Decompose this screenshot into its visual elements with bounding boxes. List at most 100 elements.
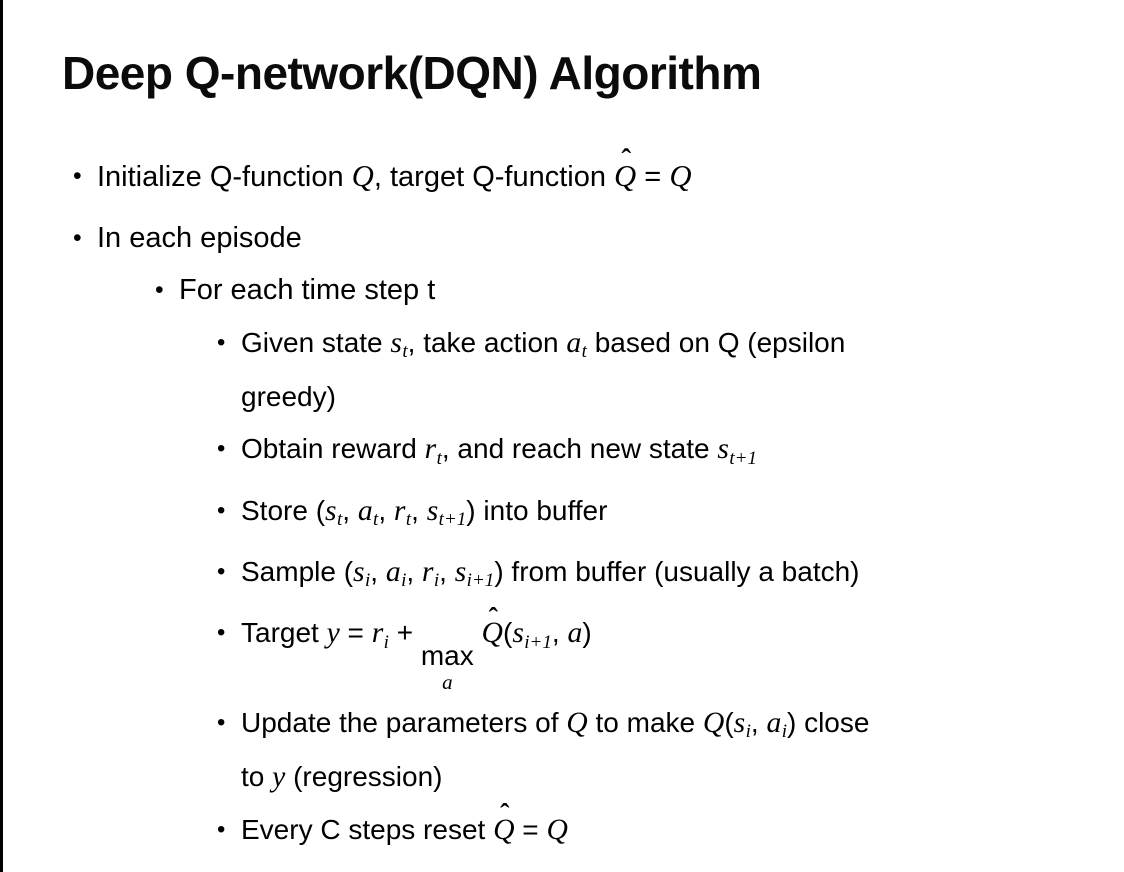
bullet-marker-icon: • (155, 277, 164, 304)
hat-accent: ˆ (500, 799, 510, 831)
bullet-marker-icon: • (217, 816, 226, 844)
bullet-marker-icon: • (217, 708, 226, 736)
bullet-marker-icon: • (217, 557, 226, 585)
math-var: s (717, 433, 729, 466)
math-var: Q (669, 159, 692, 193)
text-segment: ) into buffer (466, 494, 608, 526)
math-var: r (371, 617, 384, 650)
math-var: s (454, 555, 467, 588)
text-segment: Given state (241, 327, 391, 358)
bullet-content: Given state st, take action at based on … (241, 320, 845, 419)
math-var: a (766, 706, 782, 739)
text-segment: , (411, 494, 427, 526)
math-subscript: i (364, 570, 371, 592)
math-var: r (421, 555, 434, 588)
hat-accent: ˆ (621, 143, 632, 176)
text-segment: , (406, 555, 422, 587)
math-subscript: t (581, 341, 587, 363)
text-segment: ( (502, 617, 513, 649)
text-segment: to (241, 761, 273, 793)
math-subscript: i (781, 721, 787, 743)
text-segment: (regression) (285, 761, 443, 793)
text-segment: Target (241, 617, 327, 649)
text-segment: = (514, 814, 547, 846)
text-segment: Store ( (241, 494, 326, 526)
bullet-item: •Given state st, take action at based on… (0, 320, 1124, 419)
math-subscript: t+1 (438, 508, 467, 530)
math-subscript: i+1 (524, 631, 552, 653)
math-var: s (353, 555, 365, 588)
math-var: s (426, 494, 439, 527)
math-var: r (424, 433, 437, 466)
bullet-marker-icon: • (73, 225, 82, 252)
bullet-marker-icon: • (73, 163, 82, 190)
bullet-list: • Initialize Q-function Q, target Q-funct… (0, 138, 1124, 853)
bullet-marker-icon: • (217, 619, 226, 647)
text-segment: Every C steps reset (241, 814, 494, 846)
text-segment: , target Q-function (373, 161, 615, 193)
bullet-marker-icon: • (217, 329, 226, 356)
bullet-content: Initialize Q-function Q, target Q-functi… (97, 144, 692, 200)
math-var: s (390, 327, 402, 359)
math-subscript: t (405, 508, 412, 530)
text-segment: = (339, 617, 372, 649)
bullet-content: In each episode (97, 216, 302, 261)
math-subscript: i (401, 570, 407, 592)
text-segment: based on Q (epsilon (586, 327, 846, 358)
slide-title: Deep Q-network(DQN) Algorithm (62, 47, 762, 99)
text-segment: , (378, 494, 394, 526)
math-subscript: t (336, 508, 343, 530)
text-segment: ( (724, 706, 734, 738)
text-segment: ) (582, 617, 592, 649)
bullet-marker-icon: • (217, 496, 226, 524)
text-segment (474, 617, 482, 648)
math-var: Q (546, 814, 568, 847)
math-var: Q (566, 706, 588, 739)
text-segment: Sample ( (241, 555, 354, 587)
left-border-line (0, 0, 3, 872)
hat-accent: ˆ (488, 602, 499, 634)
text-segment: For each time step t (179, 274, 436, 306)
math-var: a (567, 617, 583, 650)
math-var: s (733, 706, 746, 739)
math-var: a (566, 327, 582, 359)
bullet-item: • In each episode (0, 216, 1124, 261)
bullet-content: Obtain reward rt, and reach new state st… (241, 426, 757, 480)
math-var: Q (351, 159, 374, 193)
bullet-content: Sample (si, ai, ri, si+1) from buffer (u… (241, 549, 860, 603)
bullet-item: • Update the parameters of Q to make Q(si… (0, 700, 1124, 800)
text-segment: = (636, 161, 670, 193)
bullet-content: Store (st, at, rt, st+1) into buffer (241, 488, 607, 542)
math-var: a (385, 555, 401, 588)
bullet-item: •Store (st, at, rt, st+1) into buffer (0, 488, 1124, 542)
math-subscript: i (433, 570, 440, 592)
math-subscript: t+1 (729, 447, 757, 469)
text-segment: to make (587, 706, 703, 738)
math-var: a (357, 494, 373, 527)
math-var: r (393, 494, 406, 527)
text-segment: + (388, 617, 421, 649)
math-var: Q (702, 706, 725, 739)
bullet-item: • For each time step t (0, 268, 1124, 313)
text-segment: , (370, 555, 386, 587)
bullet-content: For each time step t (179, 268, 435, 313)
max-operator-subscript: a (442, 669, 453, 694)
math-subscript: i (745, 721, 751, 743)
text-segment: , (551, 617, 568, 649)
math-subscript: t (373, 508, 379, 530)
bullet-item: • Sample (si, ai, ri, si+1) from buffer (… (0, 549, 1124, 603)
math-subscript: i+1 (466, 570, 495, 592)
max-operator-name: max (420, 640, 474, 672)
text-segment: , take action (407, 327, 567, 358)
bullet-marker-icon: • (217, 435, 226, 463)
math-subscript: t (436, 447, 442, 469)
text-segment: , (342, 494, 358, 526)
text-segment: In each episode (97, 222, 302, 254)
bullet-content: Update the parameters of Q to make Q(si,… (241, 700, 869, 800)
